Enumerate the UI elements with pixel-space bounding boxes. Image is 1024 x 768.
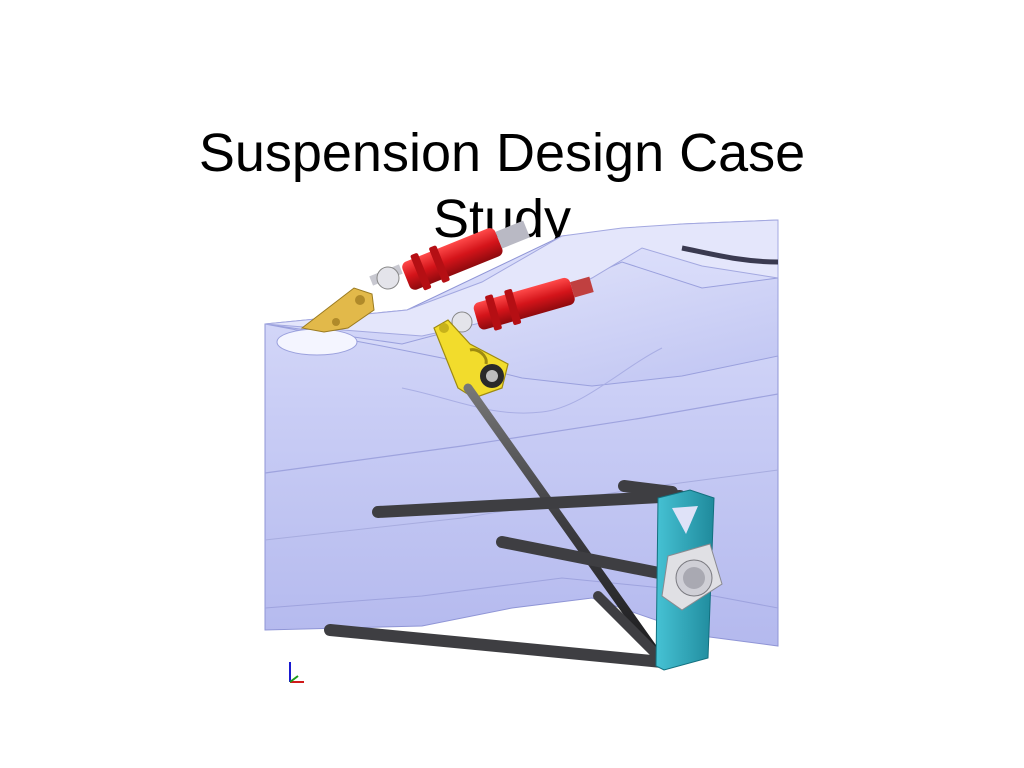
rear-damper (369, 220, 530, 291)
wishbone-links (324, 480, 686, 668)
push-rod (463, 383, 659, 655)
suspension-cad-icon (264, 219, 779, 683)
slide-title-line-1: Suspension Design Case (198, 123, 806, 184)
chassis-body (264, 219, 779, 647)
upright (655, 489, 723, 671)
slide-title: Suspension Design Case Study (112, 120, 892, 252)
front-damper (451, 276, 594, 333)
front-rocker (433, 319, 509, 399)
suspension-cad-figure (262, 218, 780, 698)
axis-triad-icon (289, 662, 304, 683)
rear-rocker (300, 287, 375, 333)
